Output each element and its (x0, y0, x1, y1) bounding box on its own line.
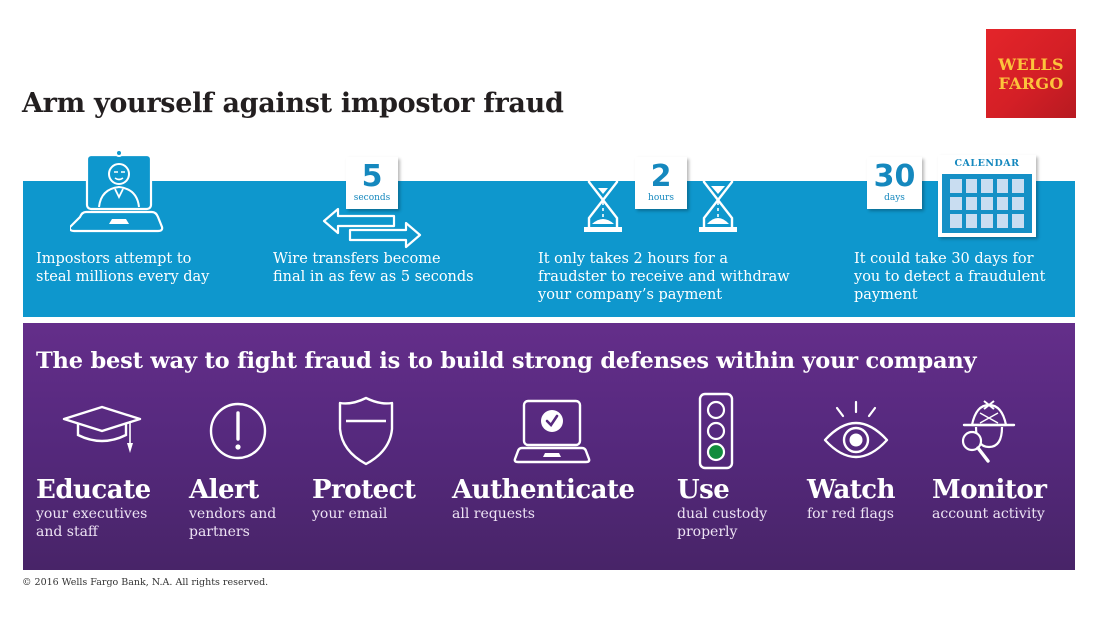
stat-impostors: Impostors attempt to steal millions ever… (36, 250, 209, 286)
graduation-cap-icon (62, 405, 142, 453)
seconds-badge: 5 seconds (346, 157, 398, 209)
defense-desc: all requests (452, 506, 535, 522)
defense-verb: Monitor (932, 475, 1047, 505)
stat-two-hours: It only takes 2 hours for a fraudster to… (538, 250, 790, 304)
defense-verb: Watch (807, 475, 896, 505)
stat-text: It only takes 2 hours for a fraudster to… (538, 251, 790, 303)
badge-unit: seconds (353, 193, 391, 203)
hourglass-icon (699, 168, 737, 232)
shield-icon (338, 396, 394, 466)
eye-icon (823, 400, 889, 459)
badge-unit: hours (648, 193, 674, 203)
defense-desc: your email (312, 506, 388, 522)
alert-icon (209, 402, 267, 460)
hourglass-icon (584, 168, 622, 232)
defenses-heading: The best way to fight fraud is to build … (36, 348, 977, 374)
defense-alert: Alert vendors and partners (189, 391, 276, 541)
calendar-icon: CALENDAR (938, 155, 1036, 237)
defenses-band: The best way to fight fraud is to build … (23, 323, 1075, 570)
defense-protect: Protect your email (312, 391, 416, 523)
laptop-check-icon (513, 399, 591, 464)
hours-badge: 2 hours (635, 157, 687, 209)
defense-desc: dual custody properly (677, 506, 768, 540)
badge-number: 2 (650, 159, 672, 194)
detective-magnifier-icon (961, 400, 1016, 463)
stat-text: Wire transfers become final in as few as… (273, 251, 474, 285)
defense-desc: account activity (932, 506, 1045, 522)
wells-fargo-logo: WELLS FARGO (986, 29, 1076, 118)
defense-authenticate: Authenticate all requests (452, 391, 635, 523)
calendar-label: CALENDAR (954, 158, 1020, 169)
defense-educate: Educate your executives and staff (36, 391, 151, 541)
stat-text: Impostors attempt to steal millions ever… (36, 251, 210, 285)
defense-verb: Alert (189, 475, 259, 505)
stat-thirty-days: It could take 30 days for you to detect … (854, 250, 1045, 304)
defense-verb: Use (677, 475, 730, 505)
transfer-arrows-icon (322, 207, 422, 249)
copyright-footer: © 2016 Wells Fargo Bank, N.A. All rights… (22, 577, 269, 588)
traffic-light-icon (698, 392, 734, 470)
stat-text: It could take 30 days for you to detect … (854, 251, 1046, 303)
defense-desc: your executives and staff (36, 506, 148, 540)
defense-desc: for red flags (807, 506, 894, 522)
defense-monitor: Monitor account activity (932, 391, 1047, 523)
defense-verb: Protect (312, 475, 416, 505)
logo-line-1: WELLS (998, 54, 1064, 74)
page-title: Arm yourself against impostor fraud (22, 88, 564, 119)
badge-unit: days (884, 193, 905, 203)
defense-verb: Educate (36, 475, 151, 505)
days-badge: 30 days (867, 157, 922, 209)
badge-number: 5 (361, 159, 383, 194)
defense-desc: vendors and partners (189, 506, 277, 540)
defense-watch: Watch for red flags (807, 391, 896, 523)
defense-use: Use dual custody properly (677, 391, 767, 541)
logo-line-2: FARGO (998, 73, 1064, 93)
stat-wire-transfers: Wire transfers become final in as few as… (273, 250, 474, 286)
defense-verb: Authenticate (452, 475, 635, 505)
badge-number: 30 (873, 159, 916, 194)
laptop-impostor-icon (70, 149, 164, 233)
